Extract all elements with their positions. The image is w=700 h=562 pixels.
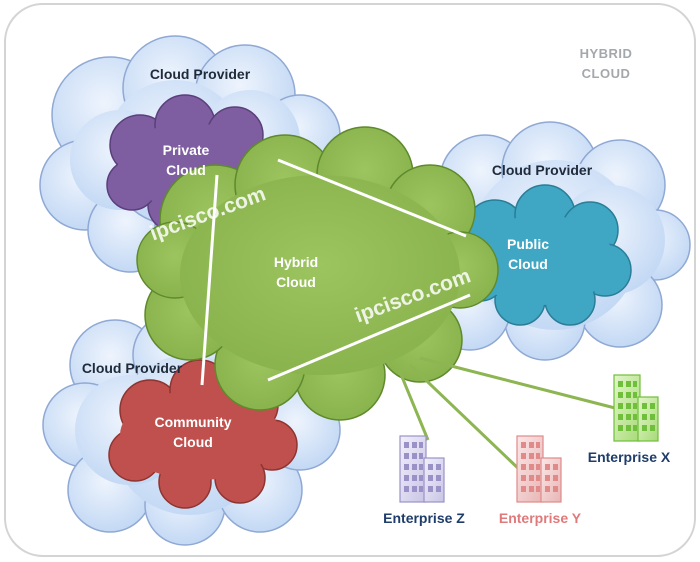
enterprise-z-label: Enterprise Z (383, 510, 465, 526)
public-cloud-label-line2: Cloud (508, 256, 548, 272)
enterprise-x-building-icon (613, 374, 659, 442)
hybrid-cloud-label-line1: Hybrid (274, 254, 318, 270)
cloud-provider-bottom-left-label: Cloud Provider (82, 360, 183, 376)
private-cloud-label-line2: Cloud (166, 162, 206, 178)
community-cloud-fill (120, 390, 280, 480)
enterprise-y-label: Enterprise Y (499, 510, 582, 526)
hybrid-cloud-fill (180, 175, 460, 375)
hybrid-cloud-label-line2: Cloud (276, 274, 316, 290)
link-community-public (267, 293, 471, 382)
community-cloud-label-line1: Community (155, 414, 232, 430)
enterprise-y-building-icon (516, 435, 562, 503)
link-enterprise-x (419, 356, 616, 410)
hybrid-connections (200, 158, 471, 386)
enterprise-links (398, 356, 616, 474)
enterprise-x-label: Enterprise X (588, 449, 671, 465)
community-cloud-label-line2: Cloud (173, 434, 213, 450)
private-cloud-label-line1: Private (163, 142, 210, 158)
link-enterprise-z (398, 371, 430, 441)
link-enterprise-y (408, 363, 524, 474)
link-private-public (277, 158, 467, 238)
enterprise-z-building-icon (399, 435, 445, 503)
cloud-provider-right-label: Cloud Provider (492, 162, 593, 178)
cloud-provider-top-left-label: Cloud Provider (150, 66, 251, 82)
hybrid-cloud-title-line1: HYBRID (580, 46, 633, 61)
link-private-community (200, 174, 219, 386)
hybrid-cloud-title-line2: CLOUD (582, 66, 631, 81)
public-cloud-label-line1: Public (507, 236, 549, 252)
public-cloud-fill (470, 215, 614, 305)
